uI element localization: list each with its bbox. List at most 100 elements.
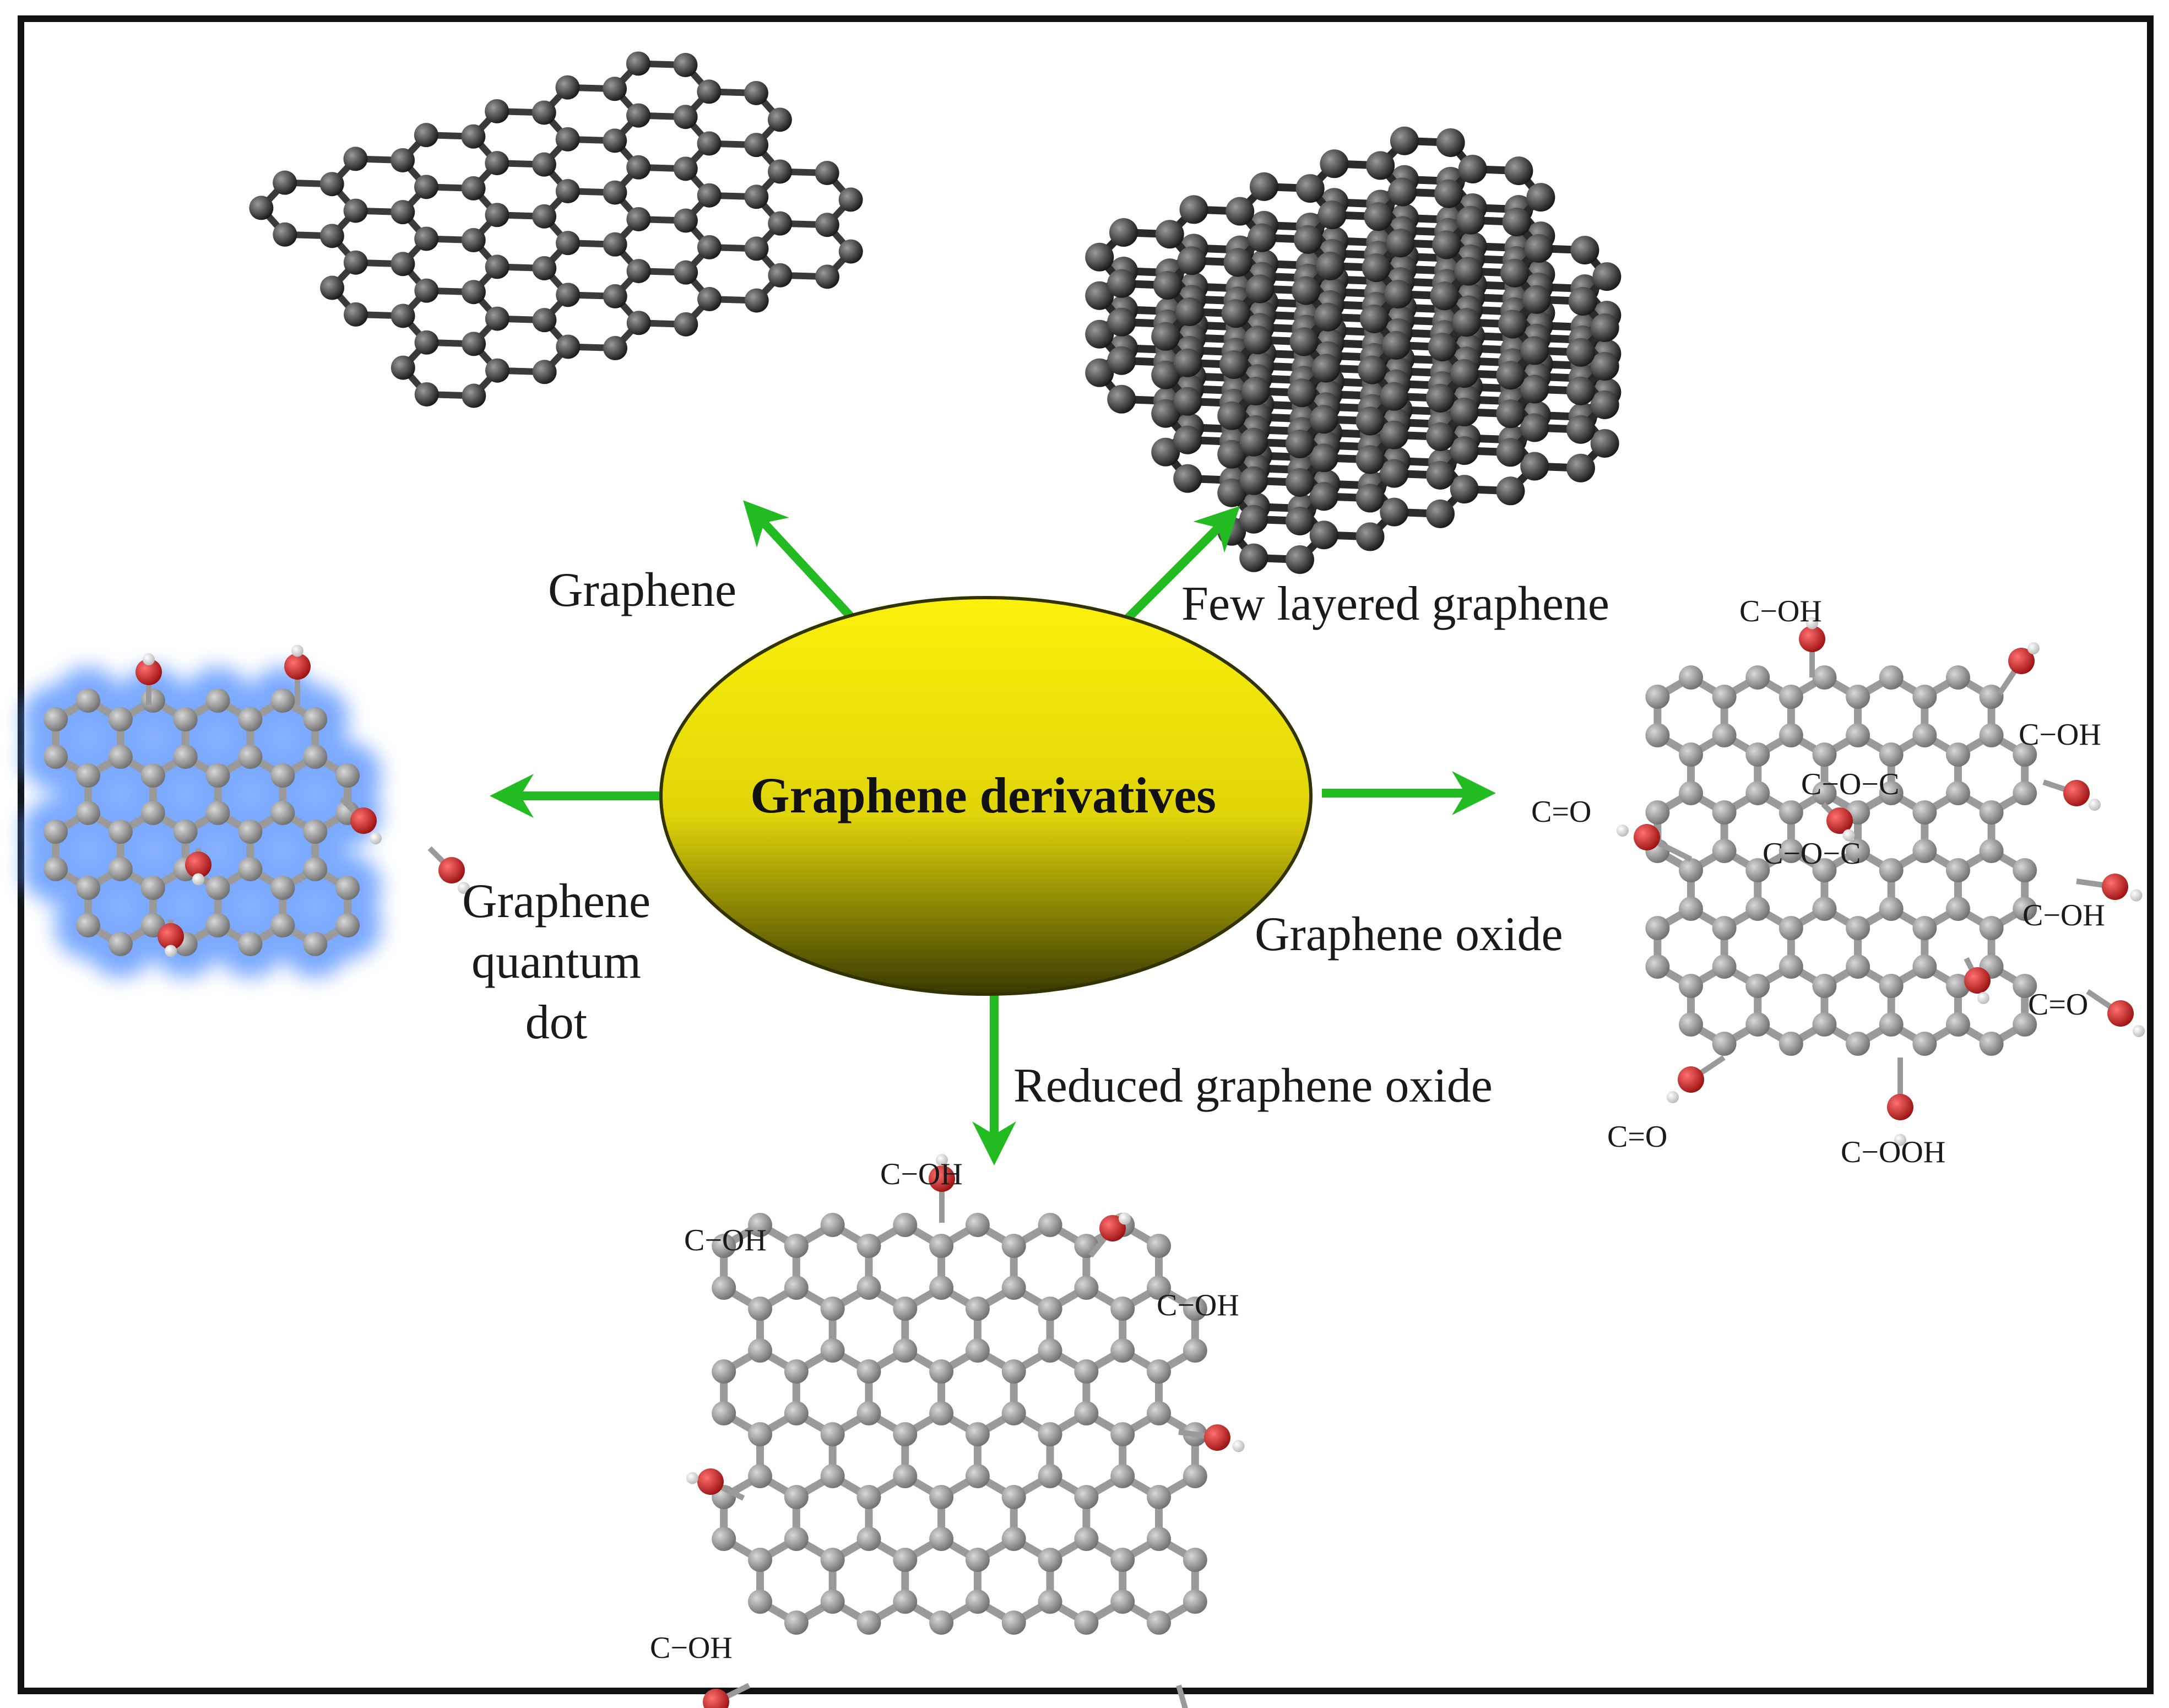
carbon-atom xyxy=(249,196,274,220)
carbon-atom xyxy=(1979,723,2004,747)
carbon-atom xyxy=(965,1548,990,1572)
carbon-atom xyxy=(748,1590,772,1614)
carbon-atom xyxy=(1107,384,1136,414)
carbon-atom xyxy=(820,1338,845,1363)
carbon-atom xyxy=(414,330,439,355)
carbon-atom xyxy=(1912,839,1937,863)
carbon-atom xyxy=(603,232,627,257)
carbon-atom xyxy=(1293,225,1322,254)
frame-border xyxy=(18,15,2154,1694)
carbon-atom xyxy=(173,820,198,844)
carbon-atom xyxy=(1425,460,1455,490)
carbon-atom xyxy=(1496,361,1525,390)
carbon-atom xyxy=(461,124,486,149)
atom-layer xyxy=(1085,126,1622,458)
carbon-atom xyxy=(856,1276,881,1300)
carbon-atom xyxy=(485,306,509,331)
carbon-atom xyxy=(44,707,68,731)
carbon-atom xyxy=(1183,1590,1207,1614)
graphene-quantum-dot-structure xyxy=(21,644,470,978)
carbon-atom xyxy=(1183,1464,1207,1488)
carbon-atom xyxy=(784,1401,809,1425)
carbon-atom xyxy=(856,1485,881,1509)
hydrogen-atom xyxy=(2027,642,2040,654)
carbon-atom xyxy=(1355,484,1385,513)
carbon-atom xyxy=(929,1527,954,1551)
carbon-atom xyxy=(1912,800,1937,825)
carbon-atom xyxy=(1001,1276,1026,1300)
carbon-atom xyxy=(76,913,100,937)
carbon-atom xyxy=(1248,223,1277,252)
carbon-atom xyxy=(856,1527,881,1551)
carbon-atom xyxy=(1425,499,1455,528)
carbon-atom xyxy=(1381,330,1411,360)
carbon-atom xyxy=(626,155,651,180)
carbon-atom xyxy=(815,264,840,289)
oxygen-atom xyxy=(929,1165,955,1192)
carbon-atom xyxy=(603,336,627,361)
carbon-atom xyxy=(1179,195,1208,224)
carbon-atom xyxy=(838,187,863,212)
carbon-atom xyxy=(784,1276,809,1300)
carbon-atom xyxy=(856,1359,881,1384)
rgo-group-labels: C−OH C−OH C−OH C−OH xyxy=(650,1157,1239,1665)
carbon-atom xyxy=(1712,916,1737,940)
hydrogen-atom xyxy=(1977,992,1989,1004)
carbon-atom xyxy=(140,801,165,825)
carbon-atom xyxy=(1520,336,1549,365)
carbon-atom xyxy=(893,1338,918,1363)
hydrogen-atom xyxy=(1232,1440,1245,1452)
carbon-atom xyxy=(1001,1527,1026,1551)
carbon-atom xyxy=(603,128,627,153)
oxygen-atom xyxy=(350,807,377,834)
carbon-atom xyxy=(748,1464,772,1488)
carbon-atom xyxy=(173,707,198,731)
carbon-atom xyxy=(1566,376,1595,405)
carbon-atom xyxy=(929,1401,954,1425)
carbon-atom xyxy=(1173,464,1202,493)
carbon-atom xyxy=(1217,478,1246,507)
carbon-atom xyxy=(1358,355,1387,384)
carbon-atom xyxy=(893,1548,918,1572)
carbon-atom xyxy=(44,745,68,769)
carbon-atom xyxy=(1846,916,1870,940)
carbon-atom xyxy=(1183,1548,1207,1572)
carbon-atom xyxy=(893,1590,918,1614)
carbon-atom xyxy=(391,200,415,225)
carbon-atom xyxy=(1812,1012,1837,1037)
carbon-atom xyxy=(1570,236,1599,265)
carbon-atom xyxy=(1364,202,1393,231)
carbon-atom xyxy=(820,1464,845,1488)
carbon-atom xyxy=(1566,415,1595,444)
carbon-atom xyxy=(856,1611,881,1635)
graphene-layer xyxy=(1085,126,1622,458)
carbon-atom xyxy=(76,876,100,900)
carbon-atom xyxy=(1522,285,1551,314)
carbon-atom xyxy=(784,1485,809,1509)
hydrogen-atom xyxy=(1842,829,1855,842)
carbon-atom xyxy=(238,857,263,881)
label-quantum-dot-line-1: Graphene xyxy=(462,875,650,928)
carbon-atom xyxy=(768,159,793,184)
hydrogen-atom xyxy=(2133,1025,2145,1037)
carbon-atom xyxy=(820,1422,845,1446)
carbon-atom xyxy=(1645,800,1670,825)
carbon-atom xyxy=(238,745,263,769)
carbon-atom xyxy=(748,1422,772,1446)
carbon-atom xyxy=(965,1422,990,1446)
carbon-atom xyxy=(414,123,438,148)
carbon-atom xyxy=(1502,207,1531,236)
go-group-label: C−OH xyxy=(2019,718,2101,752)
carbon-atom xyxy=(1217,440,1246,469)
carbon-atom xyxy=(140,763,165,788)
carbon-atom xyxy=(1778,955,1803,979)
oxygen-atom xyxy=(1799,626,1825,652)
carbon-atom xyxy=(1038,1213,1062,1237)
carbon-atom xyxy=(1001,1611,1026,1635)
carbon-atom xyxy=(1038,1548,1062,1572)
carbon-atom xyxy=(1524,234,1553,263)
carbon-atom xyxy=(273,222,297,247)
carbon-atom xyxy=(1590,351,1619,381)
carbon-atom xyxy=(1146,1276,1171,1300)
hydrogen-atom xyxy=(1667,1091,1679,1103)
